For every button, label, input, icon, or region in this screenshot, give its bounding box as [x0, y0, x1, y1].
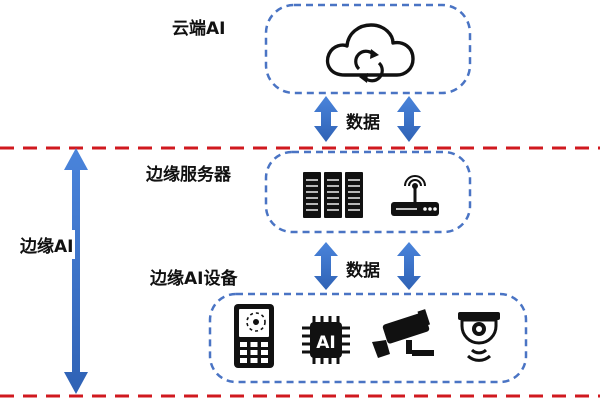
- dome-camera-icon: [458, 312, 500, 362]
- data-label-top: 数据: [346, 113, 380, 133]
- data-label-bottom: 数据: [346, 261, 380, 281]
- arrow-server-device-left: [314, 242, 338, 290]
- edge-device-box: [208, 292, 528, 384]
- cloud-ai-label: 云端AI: [172, 19, 226, 39]
- edge-device-label: 边缘AI设备: [150, 269, 238, 289]
- server-rack-icon: [303, 172, 363, 218]
- arrow-cloud-server-left: [314, 96, 338, 142]
- security-camera-icon: [372, 309, 434, 358]
- edge-server-box: [264, 150, 472, 234]
- arrow-server-device-right: [397, 242, 421, 290]
- wireless-router-icon: [391, 175, 439, 216]
- cloud-sync-icon: [325, 23, 415, 83]
- cloud-box: [264, 3, 472, 95]
- ai-chip-icon: AI: [302, 316, 350, 364]
- arrow-cloud-server-right: [397, 96, 421, 142]
- edge-ai-label: 边缘AI: [18, 230, 76, 259]
- edge-server-label: 边缘服务器: [146, 165, 231, 185]
- handheld-device-icon: [234, 304, 274, 368]
- chip-label: AI: [316, 333, 335, 353]
- arrow-edge-ai-span: [64, 148, 88, 394]
